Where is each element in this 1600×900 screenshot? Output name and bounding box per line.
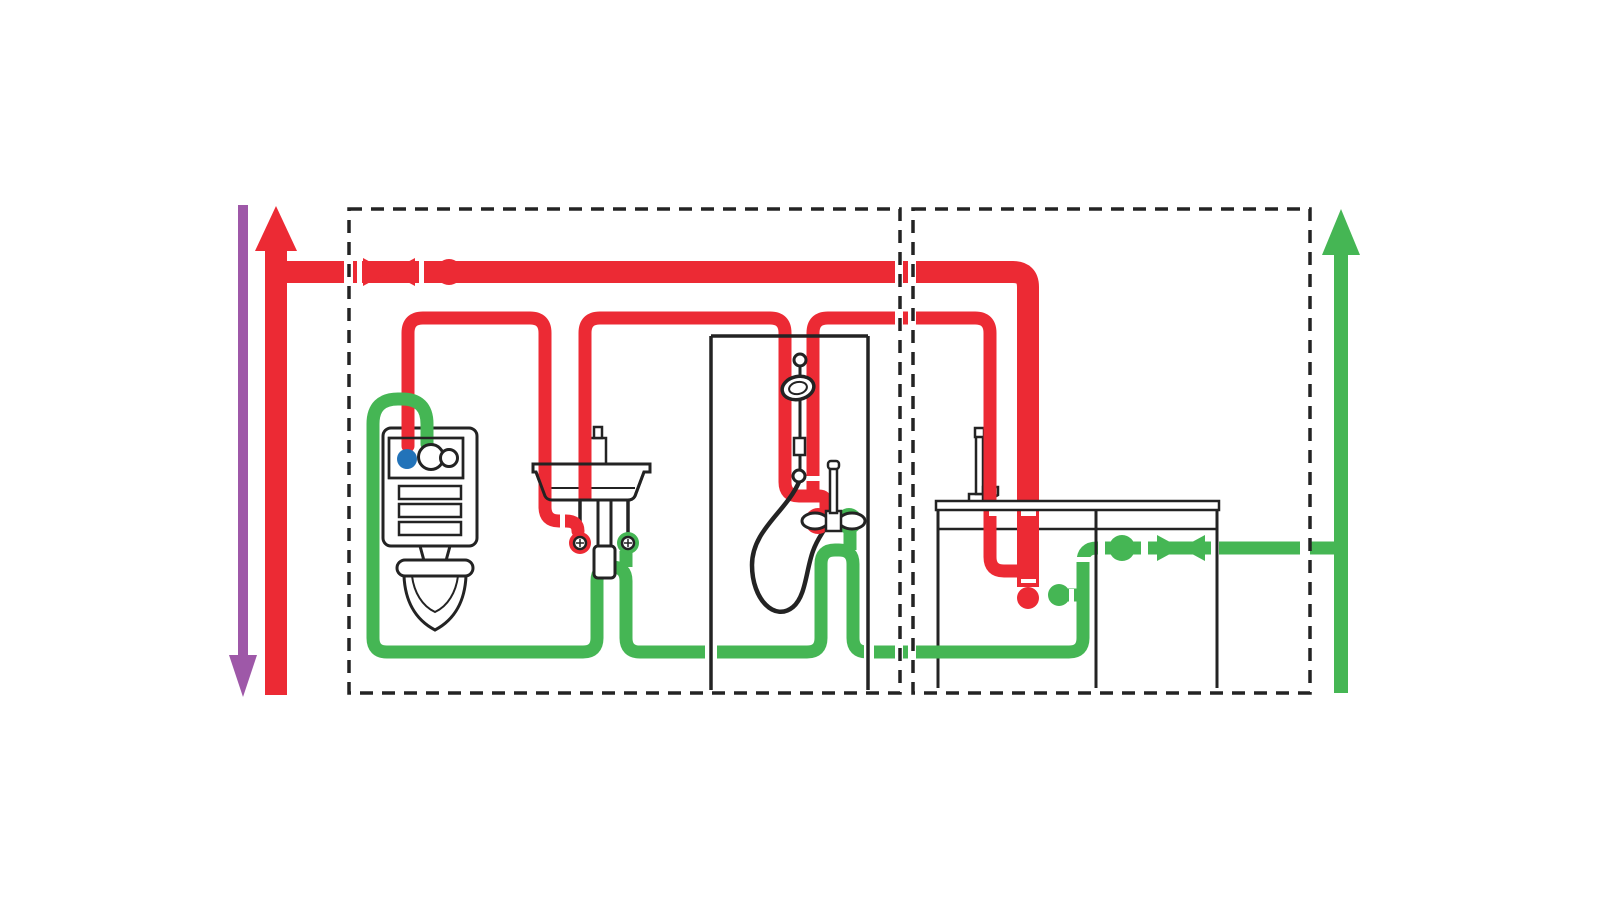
shower-enclosure bbox=[709, 334, 870, 690]
mixer-handle-right bbox=[837, 511, 867, 531]
shower-mixer bbox=[800, 459, 867, 534]
basin-tap bbox=[588, 436, 608, 468]
valve-bowtie-icon bbox=[389, 258, 415, 286]
valve-bowtie-icon bbox=[1181, 535, 1205, 561]
hot-loop-shower-kitchen bbox=[806, 311, 1028, 578]
hot-water-riser bbox=[255, 206, 297, 695]
up-arrow-icon bbox=[1322, 209, 1360, 255]
kitchen-tap-top bbox=[973, 426, 986, 439]
bowl-body bbox=[402, 574, 468, 632]
bowl-rim bbox=[395, 558, 475, 578]
bowl-inner-line bbox=[411, 575, 459, 614]
shower-head-inner bbox=[788, 380, 808, 396]
kitchen-tap-stem bbox=[974, 434, 985, 496]
hot-main-path bbox=[287, 261, 1039, 587]
angle-valve-hot-icon bbox=[569, 532, 591, 554]
shower-fixture bbox=[709, 334, 870, 690]
valve-bowtie-icon bbox=[363, 258, 389, 286]
flush-plate-blue-dot bbox=[397, 449, 417, 469]
down-arrow-icon bbox=[229, 655, 257, 697]
hot-water-main bbox=[287, 261, 1039, 587]
cold-water-riser bbox=[1322, 209, 1360, 693]
shower-hose bbox=[749, 481, 830, 614]
drain-stack bbox=[229, 205, 257, 697]
counter-front bbox=[934, 499, 1221, 558]
trap-body bbox=[592, 544, 617, 580]
mixer-lever bbox=[828, 466, 839, 515]
basin-tap-knob bbox=[592, 425, 604, 440]
frame-crossbar bbox=[397, 502, 463, 519]
boundary-kitchen-zone bbox=[911, 207, 1312, 695]
rail-bottom-knob bbox=[791, 468, 807, 484]
hot-end-point-icon bbox=[1017, 587, 1039, 609]
cold-end-point-icon bbox=[1048, 584, 1070, 606]
washbasin-front bbox=[531, 462, 652, 580]
mixer-handle-left bbox=[800, 511, 830, 531]
angle-valve-cold-icon bbox=[617, 532, 639, 554]
hot-loop-basin-shower bbox=[578, 311, 833, 512]
frame-crossbar bbox=[397, 520, 463, 537]
shutoff-valve-cold bbox=[1109, 535, 1205, 561]
flush-plate-outline bbox=[387, 436, 465, 480]
trap-pipe bbox=[596, 498, 613, 548]
shower-head bbox=[780, 374, 816, 402]
hot-water-loop bbox=[401, 311, 1039, 609]
basin-outline-front bbox=[531, 462, 652, 502]
flush-plate-front bbox=[387, 436, 465, 480]
rail-slider bbox=[792, 436, 807, 457]
pump-icon bbox=[436, 259, 462, 285]
up-arrow-icon bbox=[255, 206, 297, 251]
boundary-bathroom-zone bbox=[347, 207, 902, 695]
valve-bowtie-icon bbox=[1157, 535, 1181, 561]
rail-top-knob bbox=[792, 352, 808, 368]
shutoff-valve-hot bbox=[363, 258, 462, 286]
flush-button-small bbox=[439, 448, 459, 468]
frame-crossbar bbox=[397, 484, 463, 501]
mixer-lever-knob bbox=[826, 459, 841, 471]
hot-loop-toilet-basin bbox=[401, 311, 585, 538]
counter-top bbox=[934, 499, 1221, 512]
pump-icon bbox=[1109, 535, 1135, 561]
